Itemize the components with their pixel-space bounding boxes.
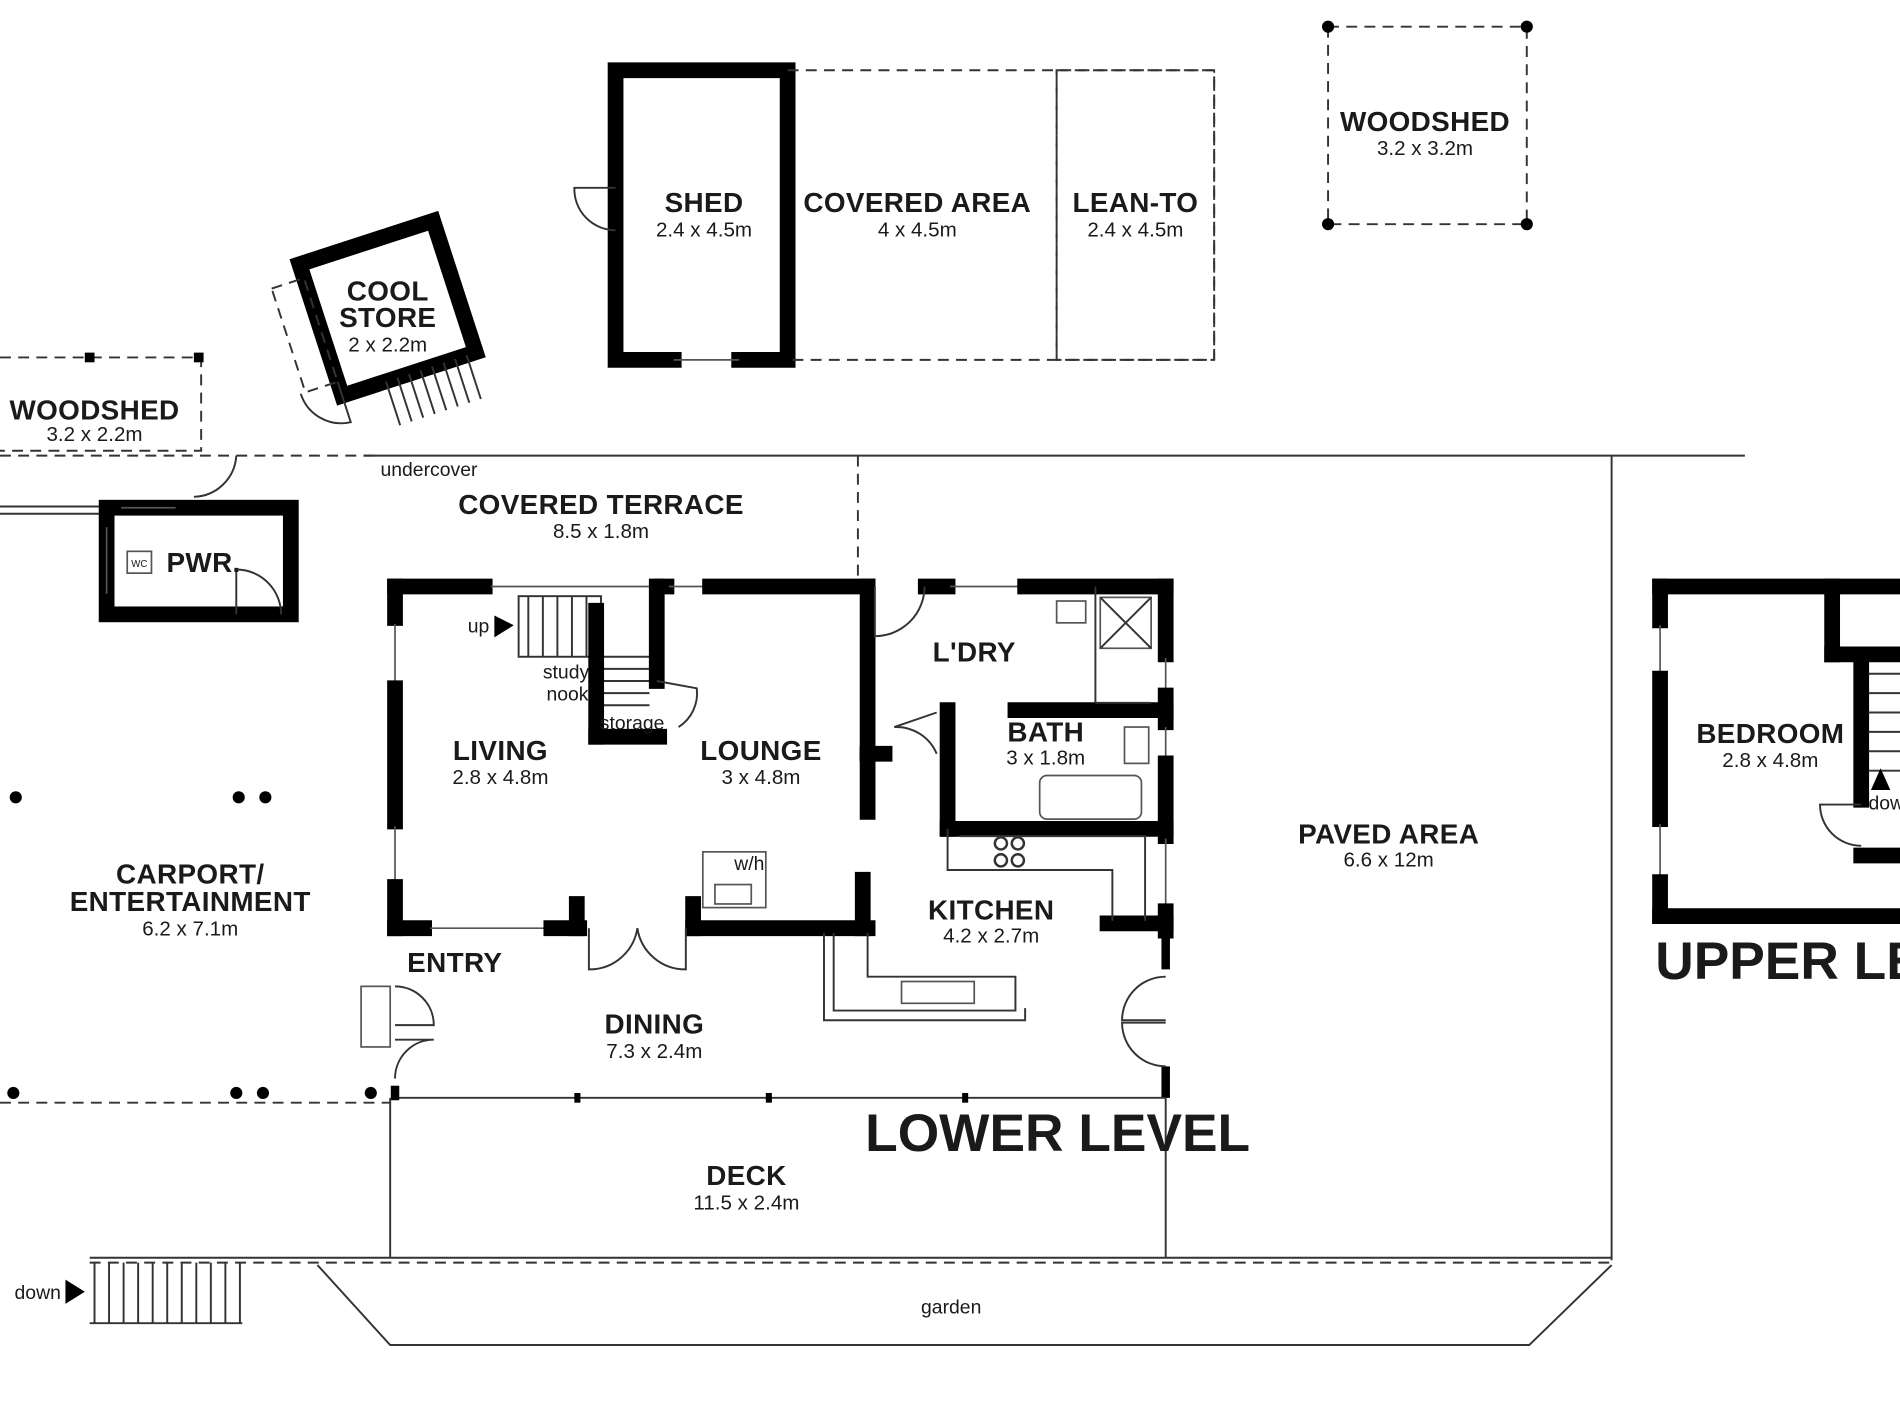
room-label-lounge: LOUNGE 3 x 4.8m xyxy=(700,735,821,789)
room-name: COVERED TERRACE xyxy=(458,489,744,520)
room-dim: 2.8 x 4.8m xyxy=(1722,749,1818,772)
room-label-entry: ENTRY xyxy=(407,947,502,978)
carport-outline xyxy=(0,791,391,1104)
room-dim: 11.5 x 2.4m xyxy=(693,1191,799,1214)
room-name: BEDROOM xyxy=(1696,718,1844,749)
room-name: LOUNGE xyxy=(700,735,821,766)
room-dim: 7.3 x 2.4m xyxy=(606,1040,702,1063)
room-name-line1: COOL xyxy=(347,276,429,307)
room-name-line1: CARPORT/ xyxy=(116,858,264,889)
room-label-pwr: PWR. xyxy=(166,547,240,578)
lower-level-title: LOWER LEVEL xyxy=(865,1104,1250,1163)
terrace-lines xyxy=(0,454,1745,1261)
room-label-woodshed-left: WOODSHED 3.2 x 2.2m xyxy=(9,394,179,446)
room-label-dining: DINING 7.3 x 2.4m xyxy=(604,1009,704,1063)
room-name-line2: ENTERTAINMENT xyxy=(70,886,311,917)
room-label-deck: DECK 11.5 x 2.4m xyxy=(693,1160,799,1214)
room-label-woodshed-top: WOODSHED 3.2 x 3.2m xyxy=(1340,106,1510,160)
room-dim: 3.2 x 2.2m xyxy=(46,423,142,446)
upper-level-title: UPPER LEVE xyxy=(1655,932,1900,991)
covered-area-outline xyxy=(787,69,1216,361)
woodshed-left-outline xyxy=(0,352,204,452)
deck-garden xyxy=(65,1097,1613,1346)
room-dim: 2.4 x 4.5m xyxy=(1087,218,1183,241)
room-dim: 4.2 x 2.7m xyxy=(943,925,1039,948)
cool-store-building xyxy=(270,210,486,426)
room-name: DECK xyxy=(706,1160,786,1191)
undercover-label: undercover xyxy=(380,459,477,481)
room-name: WOODSHED xyxy=(9,394,179,425)
room-label-covered-area: COVERED AREA 4 x 4.5m xyxy=(803,187,1031,241)
room-dim: 8.5 x 1.8m xyxy=(553,520,649,543)
room-name: DINING xyxy=(604,1009,704,1040)
room-label-kitchen: KITCHEN 4.2 x 2.7m xyxy=(928,895,1054,948)
room-label-carport: CARPORT/ ENTERTAINMENT 6.2 x 7.1m xyxy=(70,858,311,940)
wh-label: w/h xyxy=(733,853,764,875)
stairs-down-upper-label: dow xyxy=(1868,792,1900,814)
upper-level-walls xyxy=(1652,578,1900,924)
study-label-line1: study xyxy=(543,662,590,684)
room-name: KITCHEN xyxy=(928,895,1054,926)
wc-label: WC xyxy=(131,559,147,570)
powder-room xyxy=(98,499,299,623)
room-dim: 2 x 2.2m xyxy=(348,333,427,356)
room-label-living: LIVING 2.8 x 4.8m xyxy=(452,735,548,789)
room-dim: 6.6 x 12m xyxy=(1343,848,1433,871)
stairs-up-label: up xyxy=(468,616,490,638)
room-label-covered-terrace: COVERED TERRACE 8.5 x 1.8m xyxy=(458,489,744,543)
room-name: BATH xyxy=(1007,717,1084,748)
garden-label: garden xyxy=(921,1297,981,1319)
room-label-bath: BATH 3 x 1.8m xyxy=(1006,717,1085,770)
shed-building xyxy=(573,62,796,368)
room-dim: 4 x 4.5m xyxy=(878,218,957,241)
study-label-line2: nook xyxy=(546,683,588,705)
room-name: LIVING xyxy=(453,735,548,766)
room-label-lean-to: LEAN-TO 2.4 x 4.5m xyxy=(1072,187,1198,241)
storage-label: storage xyxy=(600,712,665,734)
room-label-shed: SHED 2.4 x 4.5m xyxy=(656,187,752,241)
room-name: WOODSHED xyxy=(1340,106,1510,137)
house-walls xyxy=(360,578,1174,1103)
room-name-line2: STORE xyxy=(339,302,436,333)
room-dim: 3 x 4.8m xyxy=(722,766,801,789)
room-label-paved-area: PAVED AREA 6.6 x 12m xyxy=(1298,818,1479,871)
room-dim: 6.2 x 7.1m xyxy=(142,917,238,940)
woodshed-top-outline xyxy=(1322,20,1533,231)
room-label-ldry: L'DRY xyxy=(933,637,1016,668)
room-name: LEAN-TO xyxy=(1072,187,1198,218)
room-label-bedroom: BEDROOM 2.8 x 4.8m xyxy=(1696,718,1844,772)
stairs-down-label: down xyxy=(15,1282,61,1304)
room-dim: 2.4 x 4.5m xyxy=(656,218,752,241)
room-name: COVERED AREA xyxy=(803,187,1031,218)
room-dim: 2.8 x 4.8m xyxy=(452,766,548,789)
room-dim: 3.2 x 3.2m xyxy=(1377,137,1473,160)
room-name: SHED xyxy=(665,187,744,218)
room-dim: 3 x 1.8m xyxy=(1006,747,1085,770)
room-name: PAVED AREA xyxy=(1298,818,1479,849)
room-label-cool-store: COOL STORE 2 x 2.2m xyxy=(339,276,436,357)
